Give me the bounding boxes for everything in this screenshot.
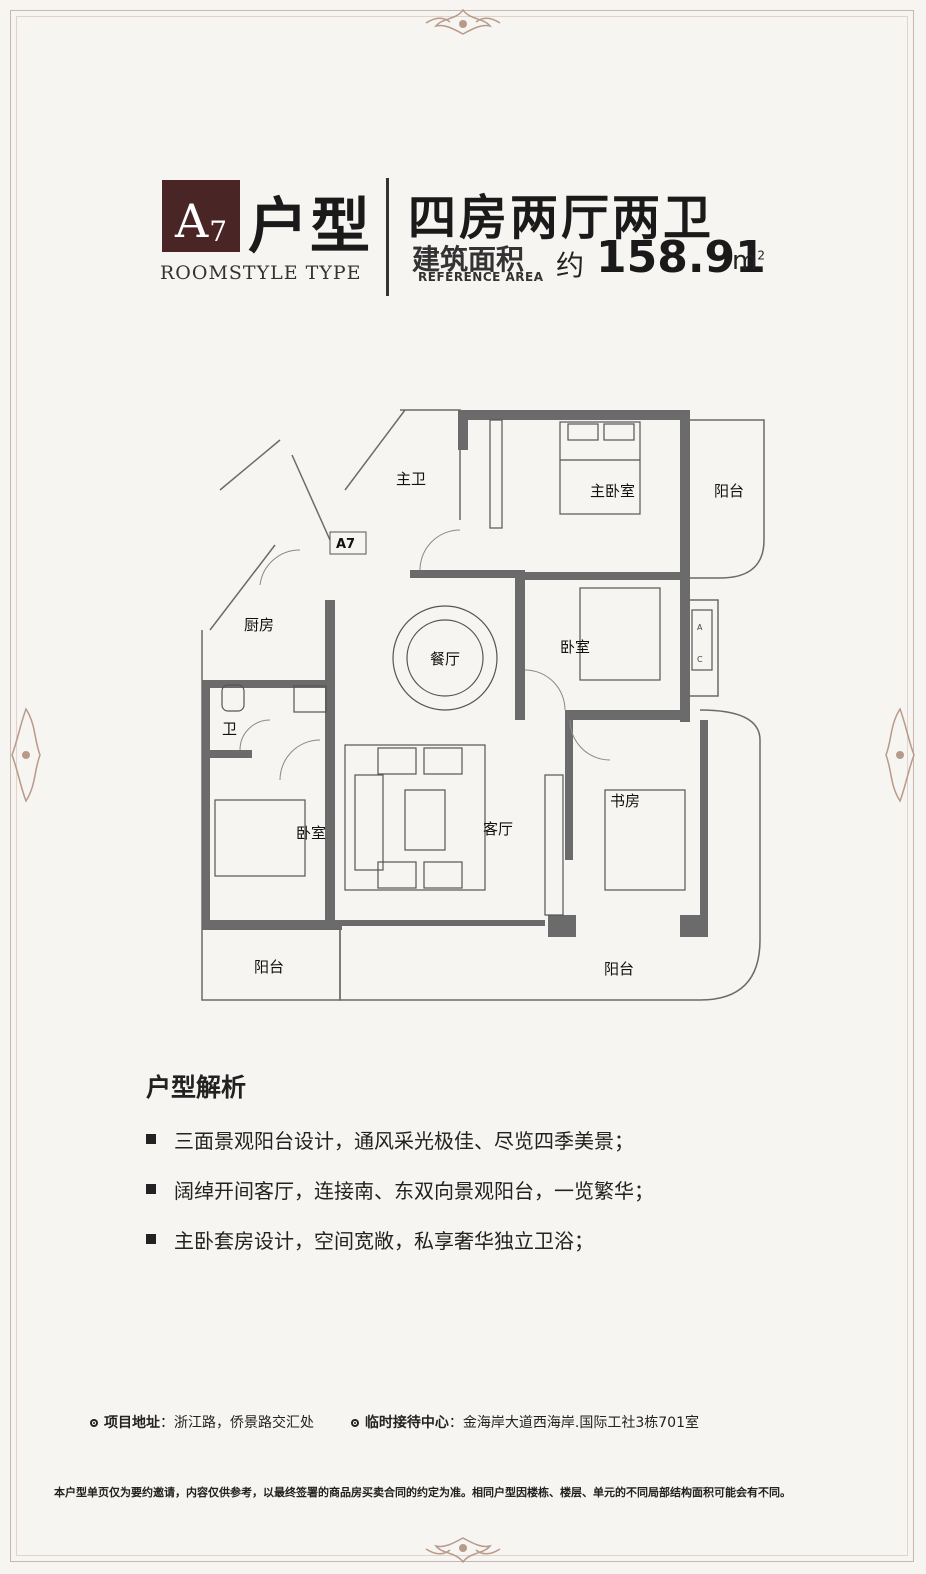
- room-master-bath: 主卫: [396, 470, 426, 488]
- reception-value: ：金海岸大道西海岸.国际工社3栋701室: [448, 1415, 699, 1431]
- reception-label: 临时接待中心: [364, 1415, 449, 1431]
- badge-number: 7: [209, 215, 228, 248]
- inner-frame: [16, 16, 908, 1556]
- ornament-bottom-icon: [425, 1537, 501, 1564]
- room-study: 书房: [610, 792, 640, 810]
- plan-outline: [201, 409, 765, 1001]
- analysis-item: 三面景观阳台设计，通风采光极佳、尽览四季美景；: [146, 1114, 654, 1164]
- room-balcony-top-right: 阳台: [714, 482, 744, 500]
- room-bedroom-left: 卧室: [296, 824, 326, 842]
- header-divider: [386, 178, 389, 296]
- room-type-title: 户型: [248, 192, 372, 262]
- room-bedroom-mid: 卧室: [560, 638, 590, 656]
- bullet-icon: [146, 1234, 156, 1244]
- unit-tag-box: [329, 531, 367, 555]
- room-bathroom: 卫: [222, 720, 237, 738]
- address-label: 项目地址: [104, 1415, 160, 1431]
- ac-label-a: A: [697, 623, 703, 632]
- analysis-list: 三面景观阳台设计，通风采光极佳、尽览四季美景； 阔绰开间客厅，连接南、东双向景观…: [146, 1114, 654, 1264]
- analysis-item: 主卧套房设计，空间宽敞，私享奢华独立卫浴；: [146, 1214, 654, 1264]
- analysis-item-text: 阔绰开间客厅，连接南、东双向景观阳台，一览繁华；: [174, 1178, 654, 1203]
- area-label: 建筑面积: [412, 243, 525, 276]
- area-value: 158.91: [596, 232, 766, 283]
- room-dining: 餐厅: [430, 650, 460, 668]
- area-unit-sup: 2: [757, 248, 765, 263]
- ac-label-c: C: [697, 655, 703, 664]
- bullet-icon: [146, 1184, 156, 1194]
- area-approx: 约: [556, 249, 585, 282]
- ornament-left-icon: [11, 707, 41, 803]
- bullet-circle-icon: [90, 1419, 98, 1427]
- plan-doors: [239, 529, 611, 781]
- area-unit: m2: [732, 246, 765, 276]
- analysis-item: 阔绰开间客厅，连接南、东双向景观阳台，一览繁华；: [146, 1164, 654, 1214]
- unit-tag: A7: [336, 537, 355, 552]
- address-line: 项目地址：浙江路，侨景路交汇处 临时接待中心：金海岸大道西海岸.国际工社3栋70…: [90, 1412, 699, 1432]
- layout-title: 四房两厅两卫: [408, 190, 715, 246]
- room-balcony-bottom-right: 阳台: [604, 960, 634, 978]
- badge-letter: A: [174, 194, 209, 248]
- area-label-english: REFERENCE AREA: [418, 270, 544, 284]
- room-balcony-bottom-left: 阳台: [254, 958, 284, 976]
- analysis-title: 户型解析: [146, 1073, 247, 1102]
- bullet-circle-icon: [350, 1419, 359, 1427]
- disclaimer: 本户型单页仅为要约邀请，内容仅供参考，以最终签署的商品房买卖合同的约定为准。相同…: [54, 1486, 791, 1499]
- area-unit-base: m: [732, 246, 758, 276]
- analysis-item-text: 主卧套房设计，空间宽敞，私享奢华独立卫浴；: [174, 1228, 594, 1253]
- ornament-top-icon: [425, 8, 501, 35]
- address-value: ：浙江路，侨景路交汇处: [160, 1415, 314, 1431]
- plan-walls: [202, 410, 708, 937]
- plan-furniture: [214, 419, 713, 916]
- room-type-english: ROOMSTYLE TYPE: [160, 262, 362, 284]
- bullet-icon: [146, 1134, 156, 1144]
- analysis-item-text: 三面景观阳台设计，通风采光极佳、尽览四季美景；: [174, 1128, 634, 1153]
- room-master-bedroom: 主卧室: [590, 482, 635, 500]
- floor-plan: A7 A C 主卫 主卧室 阳台 厨房 餐厅 卧室 卫 卧室 客厅 书房 阳台 …: [201, 409, 765, 1001]
- ornament-right-icon: [885, 707, 915, 803]
- room-living: 客厅: [483, 820, 513, 838]
- room-kitchen: 厨房: [244, 616, 274, 634]
